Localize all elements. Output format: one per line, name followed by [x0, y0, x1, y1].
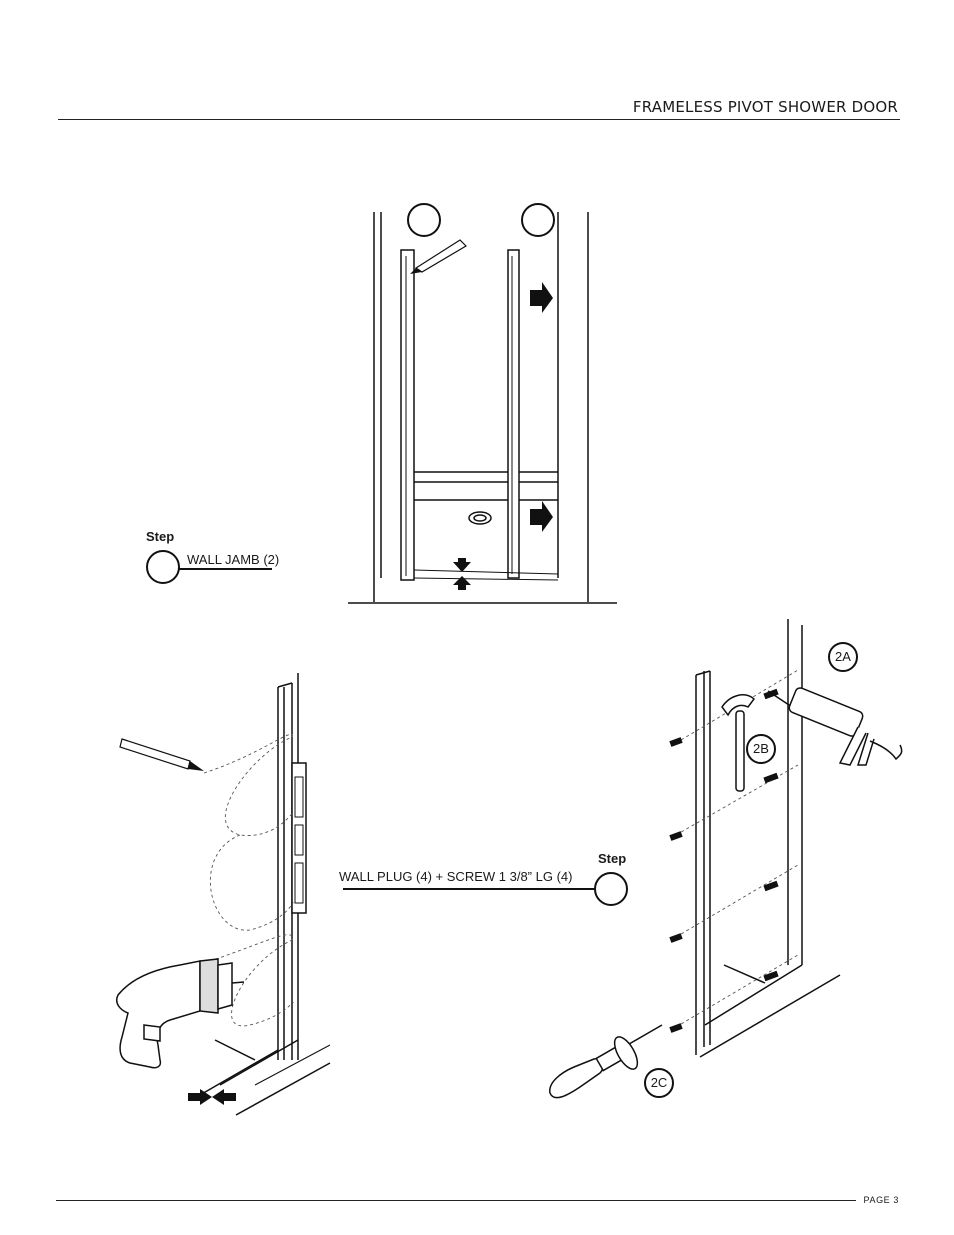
part-underline-bottom — [343, 888, 595, 890]
part-name: WALL JAMB — [187, 552, 260, 567]
step-circle-bottom — [594, 872, 628, 906]
part-underline-top — [178, 568, 272, 570]
page-title: FRAMELESS PIVOT SHOWER DOOR — [632, 98, 898, 116]
hammer-icon — [721, 694, 756, 792]
arrow-down-icon — [453, 558, 471, 572]
arrow-right-icon — [530, 282, 553, 532]
step-label-top: Step — [146, 529, 175, 544]
header-rule — [58, 119, 900, 120]
pencil-icon — [410, 239, 467, 274]
step-circle-left-jamb — [407, 203, 441, 237]
part-wall-jamb: WALL JAMB (2) — [187, 552, 279, 567]
step-circle-top — [146, 550, 180, 584]
step-circle-right-jamb — [521, 203, 555, 237]
drill-icon — [116, 958, 245, 1069]
caulk-gun-icon — [767, 687, 903, 766]
screw-icon — [669, 688, 779, 1033]
part-wall-plug-screw: WALL PLUG (4) + SCREW 1 3/8” LG (4) — [339, 869, 573, 884]
pencil-icon — [119, 738, 204, 771]
footer-rule — [56, 1200, 856, 1201]
callout-2a: 2A — [828, 642, 858, 672]
drill-holes-diagram — [116, 673, 331, 1116]
secure-jamb-diagram — [549, 619, 903, 1099]
step-label-bottom: Step — [598, 851, 627, 866]
callout-2c: 2C — [644, 1068, 674, 1098]
screwdriver-icon — [549, 1024, 663, 1099]
part-qty: (2) — [263, 552, 280, 567]
wall-jamb-placement-diagram — [348, 212, 617, 604]
callout-2b: 2B — [746, 734, 776, 764]
arrow-up-icon — [453, 576, 471, 590]
page-number: PAGE 3 — [863, 1195, 899, 1205]
